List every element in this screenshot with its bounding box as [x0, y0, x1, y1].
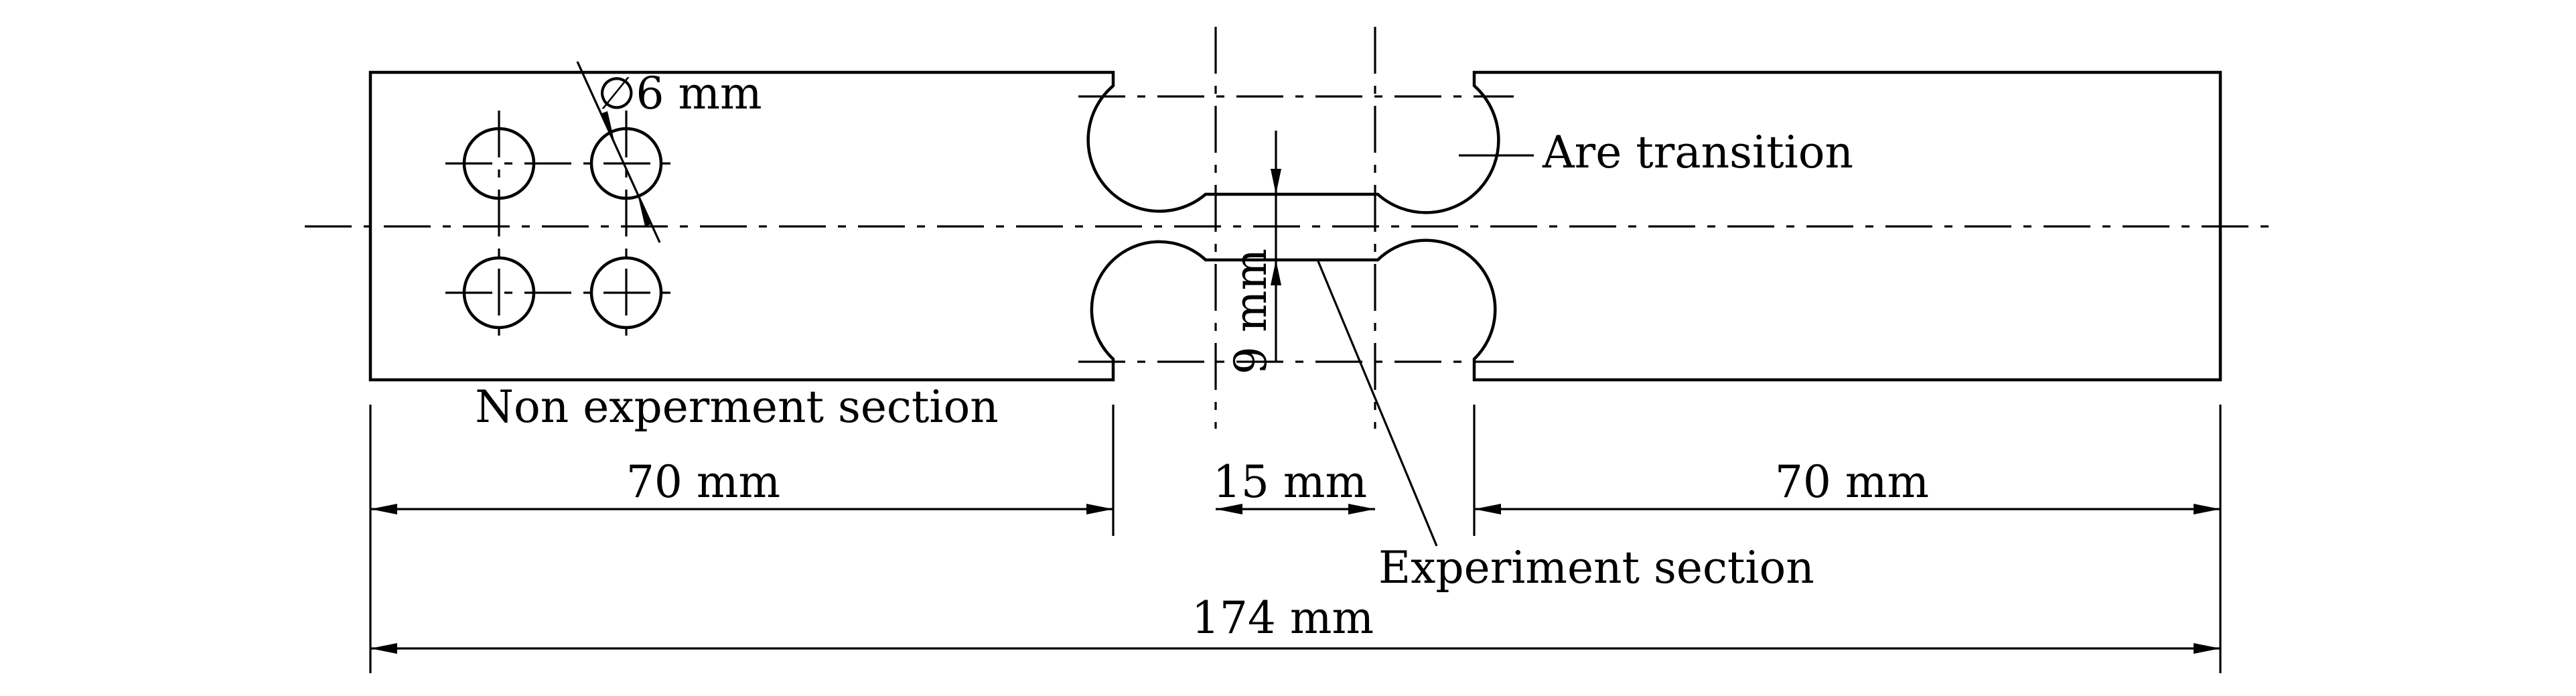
- specimen-outline: [368, 70, 2222, 382]
- bolt-hole: [589, 256, 663, 330]
- gauge-width-label: 9 mm: [1225, 249, 1277, 374]
- total-length-label: 174 mm: [1192, 592, 1374, 644]
- gauge-length-label: 15 mm: [1213, 456, 1367, 508]
- right-grip-length-label: 70 mm: [1775, 456, 1929, 508]
- hole-diameter-label: ∅6 mm: [597, 68, 762, 119]
- experiment-section-label: Experiment section: [1378, 542, 1814, 594]
- center-lines: [305, 27, 2277, 429]
- arc-transition-label: Are transition: [1542, 127, 1853, 178]
- left-grip-length-label: 70 mm: [626, 456, 780, 508]
- hole-diameter-leader: [576, 61, 661, 243]
- dimension-lines: [370, 504, 2220, 654]
- extension-lines: [369, 405, 2222, 673]
- experiment-section-leader: [1317, 261, 1438, 547]
- bolt-hole: [462, 127, 536, 200]
- non-experiment-section-label: Non experment section: [475, 381, 999, 433]
- bolt-holes: [462, 127, 663, 330]
- bolt-hole: [462, 256, 536, 330]
- gauge-width-dimension: [1271, 131, 1281, 362]
- bolt-hole: [589, 127, 663, 200]
